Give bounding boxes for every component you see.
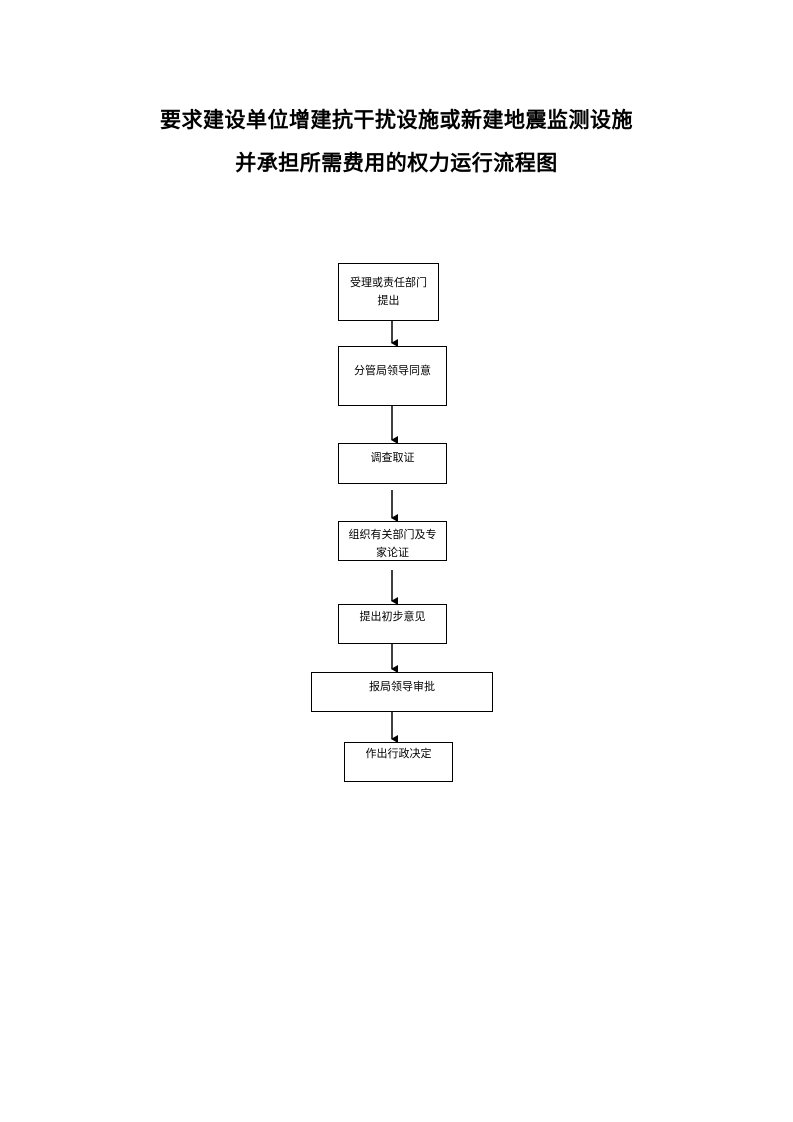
flow-step-deputy-approval: 分管局领导同意 [338, 346, 447, 406]
flowchart-title-line-1: 要求建设单位增建抗干扰设施或新建地震监测设施 [160, 107, 633, 132]
flow-step-label: 报局领导审批 [369, 680, 435, 693]
flow-step-label: 受理或责任部门 提出 [350, 276, 427, 307]
flow-step-administrative-decision: 作出行政决定 [344, 742, 453, 782]
flowchart-title-line-2: 并承担所需费用的权力运行流程图 [235, 150, 558, 175]
flow-step-proposal: 受理或责任部门 提出 [338, 263, 439, 321]
flow-step-label: 组织有关部门及专 家论证 [348, 528, 437, 559]
flow-step-leadership-approval: 报局领导审批 [311, 672, 493, 712]
flow-step-investigation: 调查取证 [338, 443, 447, 484]
flow-step-label: 作出行政决定 [365, 747, 432, 760]
flow-step-preliminary-opinion: 提出初步意见 [338, 604, 447, 644]
flow-step-label: 提出初步意见 [359, 610, 426, 623]
flow-step-label: 调查取证 [370, 451, 415, 464]
flow-step-label: 分管局领导同意 [354, 364, 431, 377]
flow-step-expert-review: 组织有关部门及专 家论证 [338, 521, 447, 561]
